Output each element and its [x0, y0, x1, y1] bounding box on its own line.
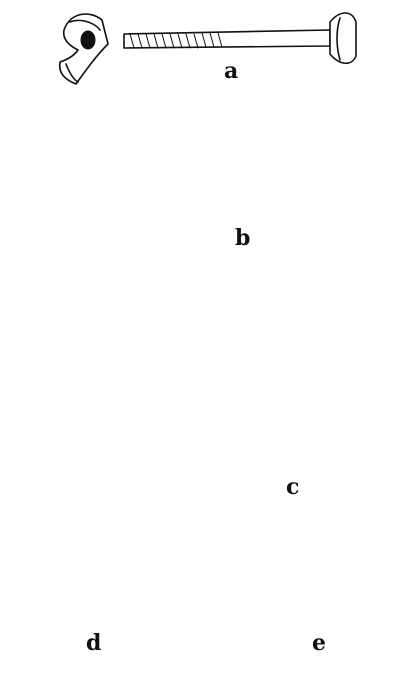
label-e: e: [312, 630, 326, 656]
label-a: a: [224, 58, 239, 84]
label-b: b: [235, 225, 251, 251]
label-c: c: [286, 474, 300, 500]
label-d: d: [86, 630, 102, 656]
cam-fitting-a: [58, 13, 109, 85]
connecting-bolt-a: [123, 12, 357, 65]
